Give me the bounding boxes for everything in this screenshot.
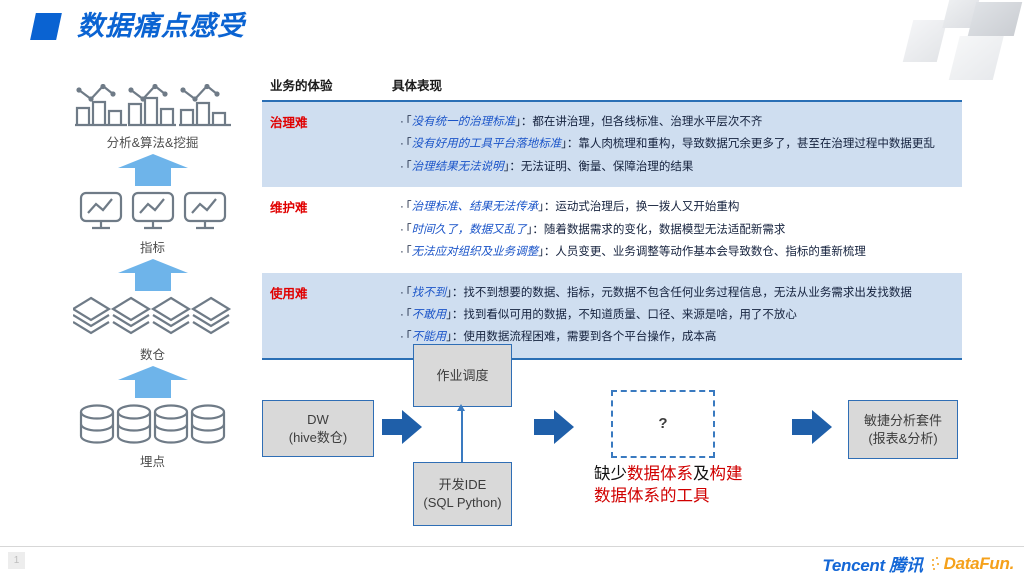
list-item: ·「找不到」：找不到想要的数据、指标，元数据不包含任何业务过程信息，无法从业务需… — [400, 286, 912, 299]
pipeline-label-metrics: 指标 — [139, 241, 165, 255]
pipeline-arrow-2-icon — [117, 259, 188, 291]
deco-shape-1 — [902, 20, 948, 62]
list-item: ·「治理结果无法说明」：无法证明、衡量、保障治理的结果 — [400, 160, 694, 173]
list-item: ·「无法应对组织及业务调整」：人员变更、业务调整等动作基本会导致数仓、指标的重新… — [400, 246, 866, 259]
list-item: ·「没有好用的工具平台落地标准」：靠人肉梳理和重构，导致数据冗余更多了，甚至在治… — [400, 138, 935, 151]
row-category: 维护难 — [270, 201, 308, 216]
datafun-logo: DataFun. — [931, 554, 1014, 574]
layers-icon — [45, 296, 260, 340]
pipeline-label-analysis: 分析&算法&挖掘 — [106, 136, 199, 150]
flow-arrow-1-icon — [382, 410, 422, 444]
bar-chart-icon — [45, 84, 260, 128]
pain-points-table: 业务的体验 具体表现 治理难 ·「没有统一的治理标准」：都在讲治理，但各线标准、… — [262, 72, 962, 360]
slide-title-row: 数据痛点感受 — [30, 11, 245, 41]
pipeline-arrow-3-icon — [117, 366, 188, 398]
page-title: 数据痛点感受 — [77, 11, 245, 41]
table-row: 维护难 ·「治理标准、结果无法传承」：运动式治理后，换一拨人又开始重构 ·「时间… — [262, 187, 962, 272]
flow-box-gap-question: ? — [611, 390, 715, 458]
decorative-corner-shapes — [894, 0, 1024, 80]
row-category: 治理难 — [270, 116, 308, 130]
flow-arrow-2-icon — [534, 410, 574, 444]
tencent-logo: Tencent 腾讯 — [822, 556, 923, 575]
table-row: 治理难 ·「没有统一的治理标准」：都在讲治理，但各线标准、治理水平层次不齐 ·「… — [262, 102, 962, 188]
pipeline-stage-warehouse: 数仓 — [45, 296, 260, 363]
gap-note-text: 缺少数据体系及构建 数据体系的工具 — [594, 465, 743, 506]
flow-box-scheduler: 作业调度 — [413, 344, 512, 407]
list-item: ·「时间久了，数据又乱了」：随着数据需求的变化，数据模型无法适配新需求 — [400, 223, 786, 236]
footer-branding: Tencent 腾讯 DataFun. — [822, 551, 1014, 576]
deco-shape-3 — [967, 2, 1023, 36]
row-category: 使用难 — [270, 286, 308, 301]
table-header-row: 业务的体验 具体表现 — [262, 72, 962, 102]
column-header-manifestation: 具体表现 — [392, 79, 443, 93]
list-item: ·「不能用」：使用数据流程困难，需要到各个平台操作，成本高 — [400, 331, 717, 344]
page-number: 1 — [8, 552, 25, 569]
flow-box-dw: DW(hive数仓) — [262, 400, 374, 457]
monitor-icon — [45, 191, 260, 233]
pipeline-label-tracking: 埋点 — [139, 455, 165, 469]
pipeline-stage-tracking: 埋点 — [45, 403, 260, 470]
pipeline-label-warehouse: 数仓 — [139, 348, 165, 362]
column-header-experience: 业务的体验 — [270, 79, 333, 93]
list-item: ·「没有统一的治理标准」：都在讲治理，但各线标准、治理水平层次不齐 — [400, 116, 763, 128]
flow-box-ide: 开发IDE(SQL Python) — [413, 462, 512, 526]
flow-arrow-3-icon — [792, 410, 832, 444]
footer-divider — [0, 546, 1024, 547]
pipeline-stage-metrics: 指标 — [45, 191, 260, 256]
list-item: ·「不敢用」：找到看似可用的数据，不知道质量、口径、来源是啥，用了不放心 — [400, 308, 797, 321]
table-row: 使用难 ·「找不到」：找不到想要的数据、指标，元数据不包含任何业务过程信息，无法… — [262, 272, 962, 360]
row-items: ·「没有统一的治理标准」：都在讲治理，但各线标准、治理水平层次不齐 ·「没有好用… — [392, 111, 962, 178]
title-marker-icon — [30, 13, 62, 40]
pipeline-arrow-1-icon — [117, 154, 188, 186]
architecture-flow-diagram: DW(hive数仓) 作业调度 开发IDE(SQL Python) ? 缺少数据… — [262, 340, 962, 530]
flow-connector-line — [461, 410, 463, 462]
flow-box-agile-analytics: 敏捷分析套件(报表&分析) — [848, 400, 958, 459]
list-item: ·「治理标准、结果无法传承」：运动式治理后，换一拨人又开始重构 — [400, 201, 740, 214]
datafun-dots-icon — [931, 556, 943, 571]
pipeline-stage-analysis: 分析&算法&挖掘 — [45, 84, 260, 151]
data-pipeline-column: 分析&算法&挖掘 指标 — [45, 84, 260, 470]
database-icon — [45, 403, 260, 447]
row-items: ·「找不到」：找不到想要的数据、指标，元数据不包含任何业务过程信息，无法从业务需… — [392, 282, 962, 349]
row-items: ·「治理标准、结果无法传承」：运动式治理后，换一拨人又开始重构 ·「时间久了，数… — [392, 196, 962, 263]
flow-connector-arrowhead-icon — [457, 404, 465, 411]
